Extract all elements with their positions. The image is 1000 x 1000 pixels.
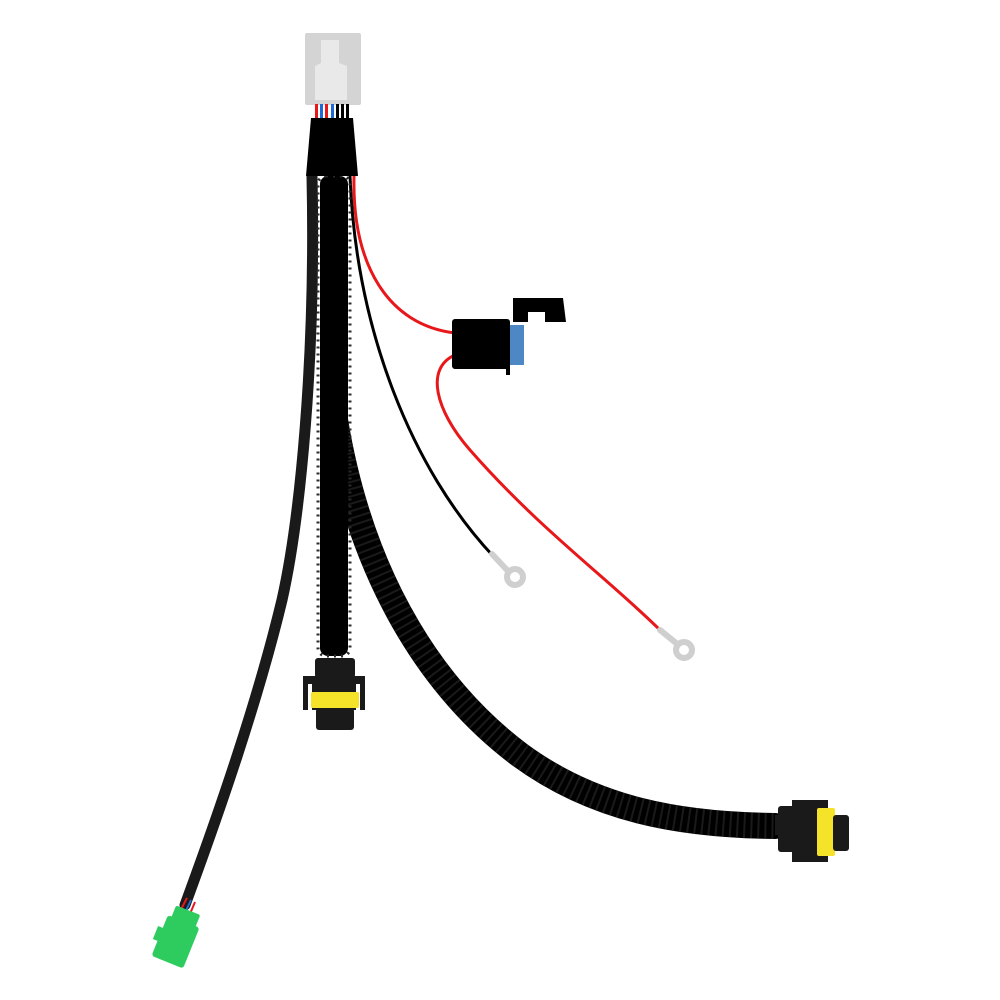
loom-to-left-plug [320, 176, 348, 656]
main-connector [305, 33, 361, 118]
black-wire-to-ground [348, 175, 496, 559]
ground-terminal [489, 551, 526, 588]
green-connector [152, 897, 200, 968]
red-wire-to-terminal [435, 353, 664, 634]
red-wire-to-fuse [352, 175, 456, 335]
power-terminal [657, 627, 695, 661]
heatshrink-boot [306, 118, 358, 176]
jacket-cable [179, 170, 319, 911]
right-lamp-plug [775, 800, 849, 862]
loom-to-right-plug [322, 407, 788, 839]
left-lamp-plug [303, 658, 365, 730]
fuse-holder [452, 298, 566, 375]
